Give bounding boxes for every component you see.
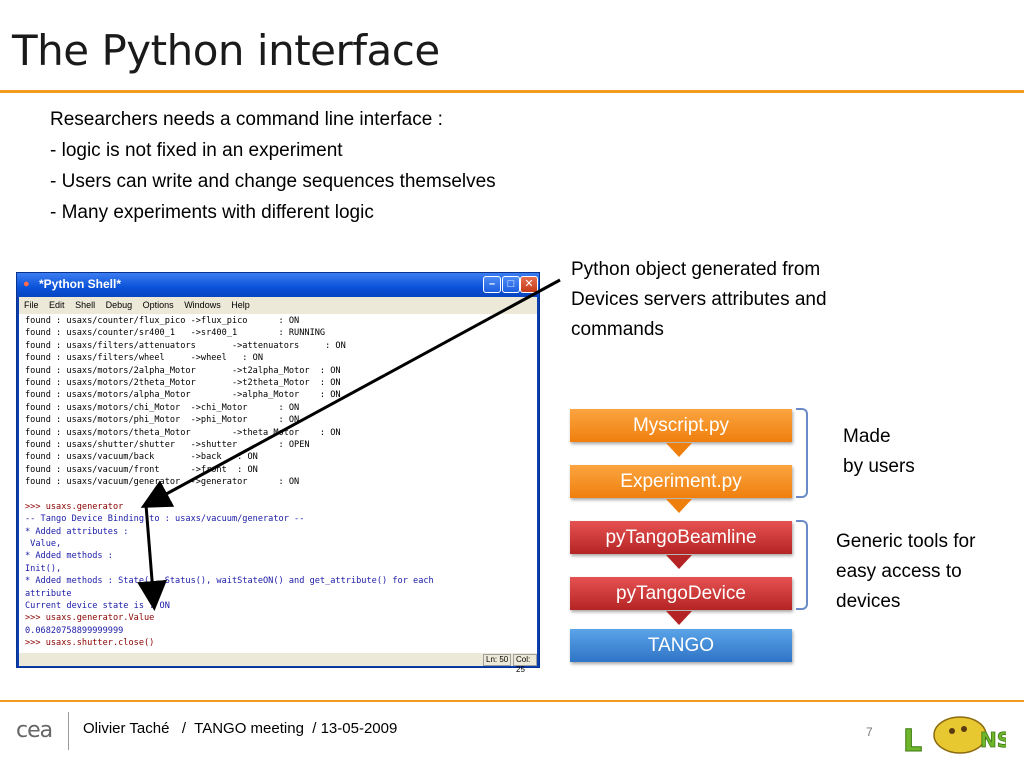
layer-pytangodevice: pyTangoDevice [570,577,792,610]
menu-windows[interactable]: Windows [184,300,221,310]
console-line: -- Tango Device Binding to : usaxs/vacuu… [25,514,305,525]
footer-separator [68,712,69,750]
down-arrow-icon [666,611,692,625]
console-line: found : usaxs/motors/2alpha_Motor ->t2al… [25,365,341,376]
console-line: attribute [25,588,72,599]
console-line: 0.06820758899999999 [25,625,124,636]
shell-console[interactable]: found : usaxs/counter/flux_pico ->flux_p… [19,314,537,653]
down-arrow-icon [666,443,692,457]
console-line: >>> usaxs.generator [25,501,124,512]
note-line: easy access to [836,561,962,582]
console-line: found : usaxs/counter/flux_pico ->flux_p… [25,316,300,326]
note-generic-tools: Generic tools for easy access to devices [836,527,975,617]
intro-line: - Users can write and change sequences t… [50,171,496,192]
arrow-to-generator [140,278,561,508]
callout-line: Python object generated from [571,259,821,280]
minimize-button[interactable]: – [483,276,501,293]
down-arrow-icon [666,555,692,569]
status-column: Col: 25 [513,654,537,674]
close-button[interactable]: ✕ [520,276,538,293]
note-line: Generic tools for [836,531,976,552]
menu-help[interactable]: Help [231,300,250,310]
svg-text:L: L [903,724,922,759]
window-titlebar[interactable]: ● *Python Shell* – □ ✕ [17,273,539,297]
console-line: found : usaxs/motors/alpha_Motor ->alpha… [25,390,341,401]
svg-text:NS: NS [980,728,1006,752]
console-line: found : usaxs/motors/chi_Motor ->chi_Mot… [25,402,300,413]
callout-line: commands [571,319,664,340]
console-line: found : usaxs/motors/2theta_Motor ->t2th… [25,377,341,388]
console-line: found : usaxs/vacuum/back ->back : ON [25,452,258,463]
console-line: Init(), [25,563,62,574]
intro-line: - Many experiments with different logic [50,202,374,223]
intro-line: Researchers needs a command line interfa… [50,109,443,130]
console-line: found : usaxs/filters/attenuators ->atte… [25,340,346,351]
python-icon: ● [23,278,30,290]
menu-debug[interactable]: Debug [105,300,133,310]
console-line: Value, [25,539,62,550]
brace-generic-layers [796,520,808,610]
intro-text: Researchers needs a command line interfa… [50,104,496,228]
layer-myscript: Myscript.py [570,409,792,442]
window-title: *Python Shell* [39,277,122,291]
note-line: Made [843,426,891,447]
layer-pytangobeamline: pyTangoBeamline [570,521,792,554]
layer-experiment: Experiment.py [570,465,792,498]
page-number: 7 [866,725,873,739]
arrow-to-device-state [137,504,168,611]
console-line: found : usaxs/filters/wheel ->wheel : ON [25,353,263,364]
down-arrow-icon [666,499,692,513]
brace-user-layers [796,408,808,498]
footer-divider [0,700,1024,702]
console-line: >>> usaxs.generator.Value [25,613,155,624]
console-line: found : usaxs/counter/sr400_1 ->sr400_1 … [25,328,326,339]
console-line: found : usaxs/motors/theta_Motor ->theta… [25,427,341,438]
console-line: found : usaxs/shutter/shutter ->shutter … [25,439,310,450]
callout-text: Python object generated from Devices ser… [571,255,827,345]
status-bar: Ln: 50 Col: 25 [19,653,537,674]
menu-file[interactable]: File [24,300,39,310]
menu-bar: File Edit Shell Debug Options Windows He… [19,297,537,314]
menu-options[interactable]: Options [142,300,174,310]
status-line: Ln: 50 [483,654,512,666]
cea-logo: cea [16,718,53,743]
lions-logo: L NS [903,716,1006,759]
callout-line: Devices servers attributes and [571,289,827,310]
console-line: found : usaxs/vacuum/generator ->generat… [25,477,300,488]
maximize-button[interactable]: □ [502,276,520,293]
footer-text: Olivier Taché / TANGO meeting / 13-05-20… [83,720,398,737]
slide-title: The Python interface [12,26,440,75]
layer-tango: TANGO [570,629,792,662]
console-line: * Added methods : [25,551,113,562]
console-line: * Added attributes : [25,526,129,537]
note-line: devices [836,591,901,612]
note-line: by users [843,456,915,477]
intro-line: - logic is not fixed in an experiment [50,140,343,161]
menu-edit[interactable]: Edit [49,300,65,310]
note-made-by-users: Made by users [843,422,915,482]
console-line: found : usaxs/motors/phi_Motor ->phi_Mot… [25,415,300,426]
menu-shell[interactable]: Shell [75,300,96,310]
title-divider [0,90,1024,93]
console-line: >>> usaxs.shutter.close() [25,638,155,649]
